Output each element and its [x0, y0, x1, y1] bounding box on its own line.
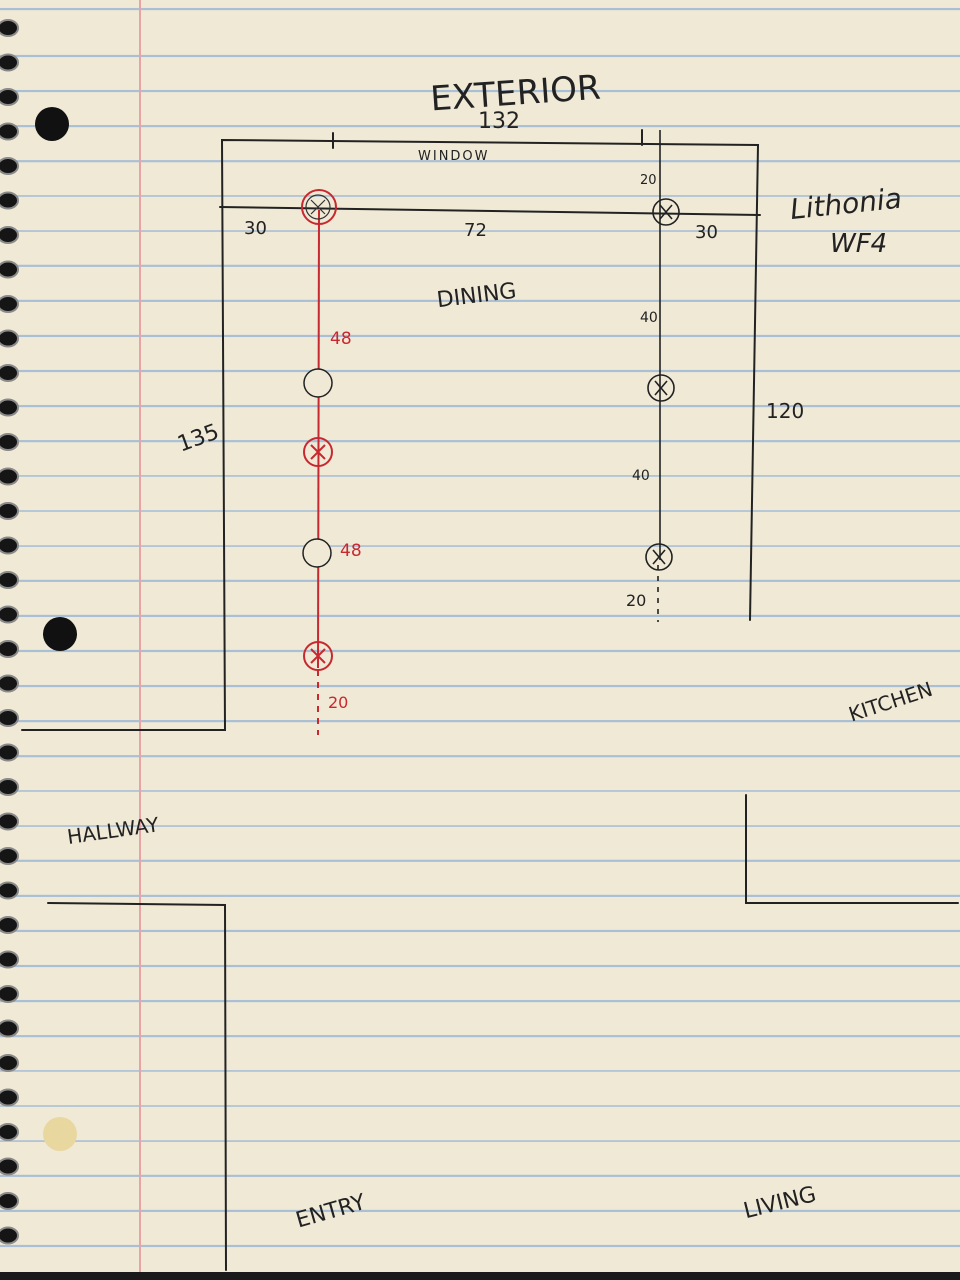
- recessed-light-fixture: [647, 374, 675, 402]
- spiral-coil: [0, 295, 19, 313]
- spiral-coil: [0, 743, 19, 762]
- spiral-coil: [0, 1192, 19, 1210]
- spiral-coil: [0, 916, 19, 934]
- recessed-light-fixture-red: [303, 437, 333, 467]
- spiral-coil: [0, 226, 19, 244]
- planned-light-fixture: [302, 538, 332, 568]
- dining-left-wall: [21, 138, 760, 731]
- spiral-coil: [0, 1088, 19, 1107]
- left-spacing-1-label: 48: [330, 329, 352, 349]
- spiral-coil: [0, 812, 19, 831]
- room-depth-right-label: 120: [766, 399, 804, 423]
- right-spacing-1-label: 40: [640, 310, 658, 326]
- recessed-light-fixture-red: [303, 641, 333, 671]
- spiral-coil: [0, 674, 19, 693]
- right-offset-label: 30: [695, 222, 718, 243]
- spiral-coil: [0, 260, 19, 279]
- spiral-coil: [0, 605, 19, 624]
- recessed-light-fixture: [652, 198, 680, 226]
- spiral-coil: [0, 1123, 19, 1141]
- spiral-coil: [0, 398, 19, 417]
- punch-hole-middle: [43, 617, 77, 651]
- spiral-coil: [0, 191, 19, 210]
- punch-hole-bottom: [43, 1117, 77, 1151]
- labels-black: EXTERIOR 132 WINDOW 30 72 30 20 Lithonia…: [66, 68, 936, 1234]
- spiral-coil: [0, 53, 19, 72]
- spiral-coil: [0, 640, 19, 658]
- recessed-light-fixture-red: [301, 189, 337, 225]
- right-spacing-2-label: 40: [632, 468, 650, 484]
- spiral-coil: [0, 329, 19, 348]
- spiral-coil: [0, 778, 19, 796]
- spiral-coil: [0, 157, 19, 175]
- spiral-coil: [0, 1054, 19, 1072]
- fixture-brand-label: Lithonia: [788, 182, 903, 227]
- spiral-coil: [0, 122, 19, 141]
- right-top-gap-label: 20: [640, 173, 657, 188]
- spiral-coil: [0, 433, 19, 451]
- left-bottom-gap-label: 20: [328, 693, 348, 712]
- spiral-binding: [0, 19, 19, 1245]
- entry-label: ENTRY: [293, 1190, 369, 1234]
- spiral-coil: [0, 1019, 19, 1038]
- spiral-coil: [0, 881, 19, 900]
- fixture-model-label: WF4: [830, 229, 887, 259]
- left-fixture-column: [301, 189, 337, 735]
- window-line: [219, 206, 761, 216]
- spiral-coil: [0, 88, 19, 106]
- spiral-coil: [0, 19, 19, 37]
- dining-label: DINING: [435, 279, 517, 314]
- spiral-coil: [0, 709, 19, 727]
- spiral-coil: [0, 536, 19, 555]
- punch-hole-top: [35, 107, 69, 141]
- planned-light-fixture: [303, 368, 333, 398]
- spiral-coil: [0, 467, 19, 486]
- labels-red: 48 48 20: [328, 329, 362, 712]
- living-label: LIVING: [741, 1182, 819, 1224]
- spiral-coil: [0, 364, 19, 382]
- kitchen-label: KITCHEN: [846, 677, 936, 727]
- right-bottom-gap-label: 20: [626, 591, 646, 610]
- dining-room-walls: [21, 129, 959, 1271]
- spiral-coil: [0, 1226, 19, 1245]
- right-fixture-column: [645, 130, 680, 622]
- recessed-light-fixture: [645, 543, 673, 571]
- punch-holes: [35, 107, 77, 1151]
- spiral-coil: [0, 1157, 19, 1176]
- spiral-coil: [0, 950, 19, 969]
- window-label: WINDOW: [418, 149, 490, 164]
- left-spacing-2-label: 48: [340, 541, 362, 561]
- hallway-entry-wall: [47, 902, 227, 1271]
- spiral-coil: [0, 502, 19, 520]
- spiral-coil: [0, 571, 19, 589]
- room-depth-left-label: 135: [174, 420, 222, 458]
- left-offset-label: 30: [244, 218, 267, 239]
- center-span-label: 72: [464, 220, 487, 241]
- kitchen-wall: [745, 794, 959, 904]
- hallway-label: HALLWAY: [66, 812, 161, 849]
- spiral-coil: [0, 847, 19, 865]
- spiral-coil: [0, 985, 19, 1003]
- room-width-label: 132: [478, 109, 520, 134]
